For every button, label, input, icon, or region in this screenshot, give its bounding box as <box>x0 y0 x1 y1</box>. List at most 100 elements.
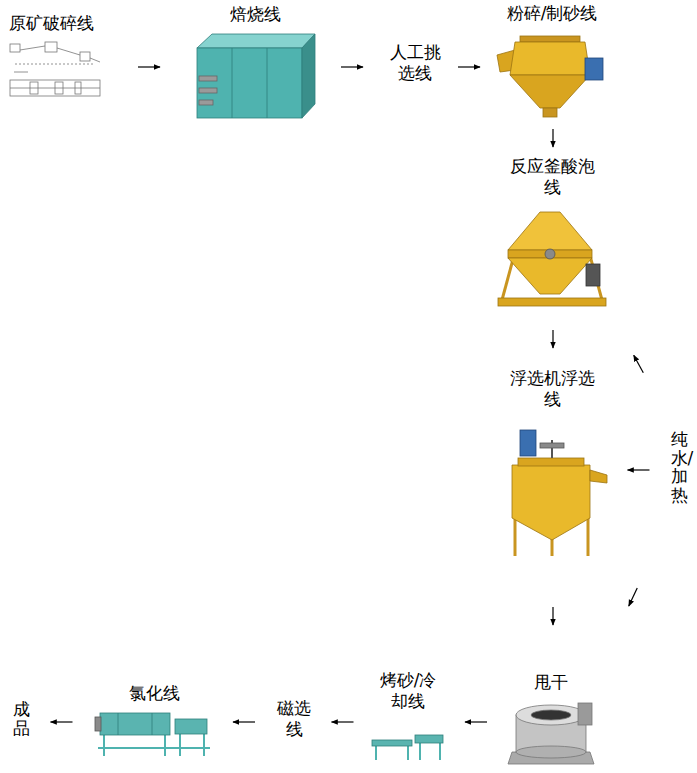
cooling-conveyor-picture <box>407 746 409 760</box>
centrifuge-picture <box>531 710 571 720</box>
crusher-line-drawing <box>45 42 57 52</box>
process-stage: 烤砂/冷 却线 <box>368 670 448 764</box>
stage-label: 纯水/加热 <box>671 430 688 505</box>
flow-arrow <box>465 721 487 722</box>
cooling-conveyor-picture <box>372 735 443 760</box>
crusher-line-drawing <box>10 44 20 52</box>
cooling-conveyor-picture <box>439 743 441 760</box>
crusher-line-drawing <box>20 46 45 50</box>
flow-arrow <box>233 721 255 722</box>
chlorination-drum-picture <box>203 734 205 756</box>
flotation-machine-picture <box>512 430 607 556</box>
stage-label: 焙烧线 <box>191 4 319 25</box>
flotation-machine-picture <box>512 465 590 540</box>
crusher-line-drawing <box>10 42 100 96</box>
chlorination-drum-picture <box>175 719 207 734</box>
centrifuge-picture <box>578 703 592 725</box>
chlorination-drum-picture <box>95 713 210 756</box>
reaction-tank-picture <box>508 212 592 250</box>
crusher-line-drawing <box>55 82 63 94</box>
process-stage: 原矿破碎线 <box>5 12 107 102</box>
crusher-line-drawing <box>14 72 28 73</box>
crusher-machine-picture <box>510 75 590 108</box>
roasting-kiln-picture <box>199 100 213 105</box>
process-stage: 反应釜酸泡 线 <box>495 156 609 310</box>
flow-arrow <box>341 66 363 67</box>
chlorination-drum-picture <box>98 747 210 749</box>
crusher-line-drawing <box>57 48 80 55</box>
stage-label: 人工挑 选线 <box>387 42 443 85</box>
process-stage: 磁选 线 <box>271 698 317 746</box>
process-stage: 成品 <box>10 698 32 746</box>
crusher-line-drawing <box>75 82 81 94</box>
process-stage: 粉碎/制砂线 <box>493 3 611 120</box>
stage-label: 粉碎/制砂线 <box>493 3 611 24</box>
flow-arrow <box>552 330 553 348</box>
cooling-conveyor-picture <box>375 746 377 760</box>
cooling-conveyor-picture <box>372 740 412 746</box>
flotation-machine-picture <box>540 443 564 448</box>
stage-label: 浮选机浮选 线 <box>505 368 599 411</box>
stage-label: 甩干 <box>504 672 598 693</box>
process-stage: 氯化线 <box>91 683 217 761</box>
roasting-kiln-picture <box>197 48 302 118</box>
flow-arrow <box>628 469 650 470</box>
roasting-kiln-picture <box>302 34 315 118</box>
crusher-machine-picture <box>520 36 580 42</box>
flow-arrow <box>634 355 644 373</box>
flow-arrow <box>458 66 480 67</box>
chlorination-drum-picture <box>179 734 181 756</box>
roasting-kiln-picture <box>267 48 268 118</box>
cooling-conveyor-picture <box>415 735 443 743</box>
stage-label: 反应釜酸泡 线 <box>505 156 599 199</box>
flotation-machine-picture <box>590 470 607 483</box>
reaction-tank-picture <box>508 258 592 294</box>
crusher-machine-picture <box>543 108 557 117</box>
crusher-machine-picture <box>510 42 590 75</box>
process-stage: 人工挑 选线 <box>385 40 445 92</box>
centrifuge-picture <box>516 705 586 725</box>
flow-arrow <box>332 721 354 722</box>
reaction-tank-picture <box>498 212 606 306</box>
roasting-kiln-picture <box>232 48 233 118</box>
flow-arrow <box>629 588 637 606</box>
flow-arrow <box>138 66 160 67</box>
flow-arrow <box>552 129 553 147</box>
reaction-tank-picture <box>586 264 600 286</box>
flow-arrow <box>552 607 553 625</box>
crusher-line-drawing <box>90 58 100 62</box>
crusher-line-drawing <box>15 64 95 65</box>
crusher-machine-picture <box>497 36 603 117</box>
chlorination-drum-picture <box>118 713 119 735</box>
process-stage: 甩干 <box>504 672 598 766</box>
reaction-tank-picture <box>498 298 606 306</box>
reaction-tank-picture <box>508 250 592 258</box>
crusher-line-drawing <box>30 82 38 94</box>
flotation-machine-picture <box>520 430 536 456</box>
centrifuge-picture <box>508 703 594 764</box>
process-stage: 浮选机浮选 线 <box>495 368 609 560</box>
stage-label: 磁选 线 <box>273 698 315 741</box>
flow-arrow <box>51 721 73 722</box>
crusher-line-drawing <box>80 52 90 61</box>
chlorination-drum-picture <box>100 713 170 735</box>
chlorination-drum-picture <box>103 735 105 756</box>
stage-label: 烤砂/冷 却线 <box>371 670 445 713</box>
flotation-machine-picture <box>518 458 584 466</box>
roasting-kiln-picture <box>199 88 217 93</box>
roasting-kiln-picture <box>197 34 315 48</box>
process-stage: 纯水/加热 <box>668 418 690 522</box>
stage-label: 成品 <box>13 700 30 737</box>
chlorination-drum-picture <box>95 717 101 731</box>
reaction-tank-picture <box>545 249 555 259</box>
flotation-machine-picture <box>514 518 517 556</box>
process-stage: 焙烧线 <box>191 4 319 122</box>
roasting-kiln-picture <box>199 76 217 81</box>
stage-label: 原矿破碎线 <box>9 13 107 34</box>
centrifuge-picture <box>516 746 586 758</box>
chlorination-drum-picture <box>164 735 166 756</box>
stage-label: 氯化线 <box>91 683 217 704</box>
crusher-line-drawing <box>10 80 100 96</box>
